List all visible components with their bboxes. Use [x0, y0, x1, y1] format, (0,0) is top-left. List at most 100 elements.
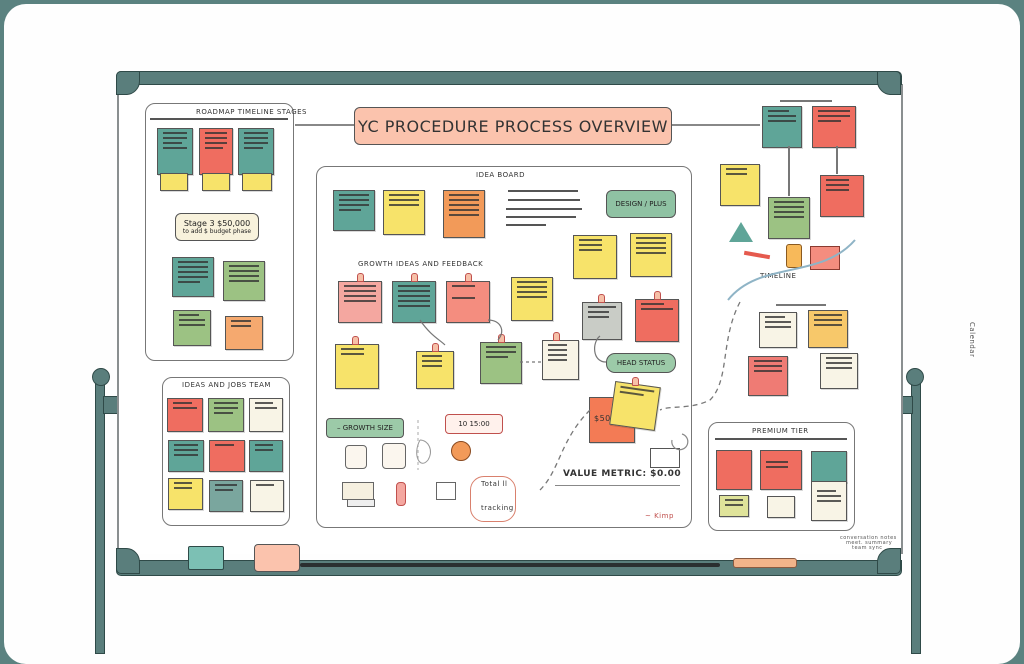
push-pin — [654, 291, 661, 300]
sticky-pad-peach[interactable] — [254, 544, 300, 572]
sticky-note[interactable] — [820, 353, 858, 389]
value-metric-label: VALUE METRIC: $0.00 — [563, 469, 682, 479]
sticky-note[interactable] — [242, 173, 272, 191]
board-title: YC PROCEDURE PROCESS OVERVIEW — [354, 107, 672, 145]
stand-leg-right — [911, 382, 921, 654]
sticky-note[interactable] — [811, 481, 847, 521]
whiteboard-frame-top — [116, 71, 902, 85]
sticky-note[interactable] — [716, 450, 752, 490]
sticky-note[interactable] — [172, 257, 214, 297]
sticky-note[interactable] — [812, 106, 856, 148]
sticky-note[interactable] — [542, 340, 579, 380]
sticky-note[interactable] — [808, 310, 848, 348]
sticky-note[interactable] — [759, 312, 797, 348]
sticky-note[interactable] — [168, 440, 204, 472]
sticky-note[interactable] — [249, 440, 283, 472]
frame-corner-bottom-left — [116, 548, 140, 574]
marker-pen[interactable] — [733, 558, 797, 568]
sticky-note[interactable] — [223, 261, 265, 301]
sticky-note[interactable] — [416, 351, 454, 389]
sticky-note[interactable] — [209, 480, 243, 512]
premium-tier-header: PREMIUM TIER — [752, 427, 809, 435]
sticky-note[interactable] — [811, 451, 847, 483]
push-pin — [598, 294, 605, 303]
sticky-note[interactable] — [199, 128, 233, 175]
roadmap-panel-header: ROADMAP TIMELINE STAGES — [196, 108, 307, 116]
sticky-note-small[interactable] — [810, 246, 840, 270]
footer-note-3: team sync — [852, 545, 883, 551]
budget-callout[interactable]: Stage 3 $50,000 to add $ budget phase — [175, 213, 259, 241]
connector-line — [836, 146, 838, 174]
stand-knob-left — [92, 368, 110, 386]
box-icon — [436, 482, 456, 500]
stand-knob-right — [906, 368, 924, 386]
timeline-label: TIMELINE — [760, 272, 797, 280]
roadmap-divider — [150, 118, 288, 120]
text-line — [508, 190, 578, 192]
sticky-note[interactable] — [167, 398, 203, 432]
sticky-note[interactable] — [333, 190, 375, 231]
sticky-note[interactable] — [168, 478, 203, 510]
frame-corner-bottom-right — [877, 548, 901, 574]
sticky-note[interactable] — [760, 450, 802, 490]
sticky-note[interactable] — [173, 310, 211, 346]
sticky-note[interactable] — [768, 197, 810, 239]
sticky-note[interactable] — [225, 316, 263, 350]
sticky-note[interactable] — [443, 190, 485, 238]
sticky-note[interactable] — [383, 190, 425, 235]
text-line — [508, 199, 580, 201]
side-vertical-label: Calendar — [968, 322, 976, 358]
report-card[interactable] — [470, 476, 516, 522]
sticky-note[interactable] — [249, 398, 283, 432]
title-connector-right — [670, 124, 760, 126]
metric-underline — [555, 485, 680, 486]
sticky-note[interactable] — [630, 233, 672, 277]
push-pin — [352, 336, 359, 345]
sticky-note[interactable] — [719, 495, 749, 517]
sticky-note-tilted[interactable] — [609, 381, 661, 431]
sticky-note[interactable] — [338, 281, 382, 323]
marker-icon — [396, 482, 406, 506]
text-line — [506, 216, 576, 218]
report-card-title: Total ll — [481, 480, 508, 488]
sticky-note[interactable] — [582, 302, 622, 340]
push-pin — [498, 334, 505, 343]
status-tag[interactable]: HEAD STATUS — [606, 353, 676, 373]
push-pin — [465, 273, 472, 282]
folder-icon — [342, 482, 374, 500]
sticky-note[interactable] — [160, 173, 188, 191]
sticky-note[interactable] — [446, 281, 490, 323]
sticky-note[interactable] — [480, 342, 522, 384]
sticky-note[interactable] — [573, 235, 617, 279]
sticky-note-amount: $50 — [594, 414, 611, 423]
sticky-note[interactable] — [767, 496, 795, 518]
frame-corner-top-right — [877, 71, 901, 95]
sticky-note[interactable] — [720, 164, 760, 206]
sticky-note[interactable] — [208, 398, 244, 432]
push-pin — [553, 332, 560, 341]
sticky-note[interactable] — [820, 175, 864, 217]
push-pin — [432, 343, 439, 352]
push-pin — [357, 273, 364, 282]
sticky-note[interactable] — [762, 106, 802, 148]
sticky-note[interactable] — [335, 344, 379, 389]
title-connector-left — [295, 124, 355, 126]
marker-ledge — [300, 563, 720, 567]
sticky-note[interactable] — [209, 440, 245, 472]
push-pin — [632, 377, 639, 386]
footer-note-1: conversation notes — [840, 535, 897, 541]
sticky-note[interactable] — [250, 480, 284, 512]
sticky-note[interactable] — [157, 128, 193, 175]
sticky-note[interactable] — [238, 128, 274, 175]
sticky-note[interactable] — [748, 356, 788, 396]
sticky-note[interactable] — [202, 173, 230, 191]
sticky-note[interactable] — [392, 281, 436, 323]
design-tag[interactable]: DESIGN / PLUS — [606, 190, 676, 218]
sticky-note[interactable] — [635, 299, 679, 342]
sticky-note[interactable] — [511, 277, 553, 321]
growth-size-tag[interactable]: – GROWTH SIZE — [326, 418, 404, 438]
footer-note-2: meet. summary — [846, 540, 893, 546]
triangle-icon — [729, 222, 753, 242]
eraser-teal[interactable] — [188, 546, 224, 570]
time-tag[interactable]: 10 15:00 — [445, 414, 503, 434]
